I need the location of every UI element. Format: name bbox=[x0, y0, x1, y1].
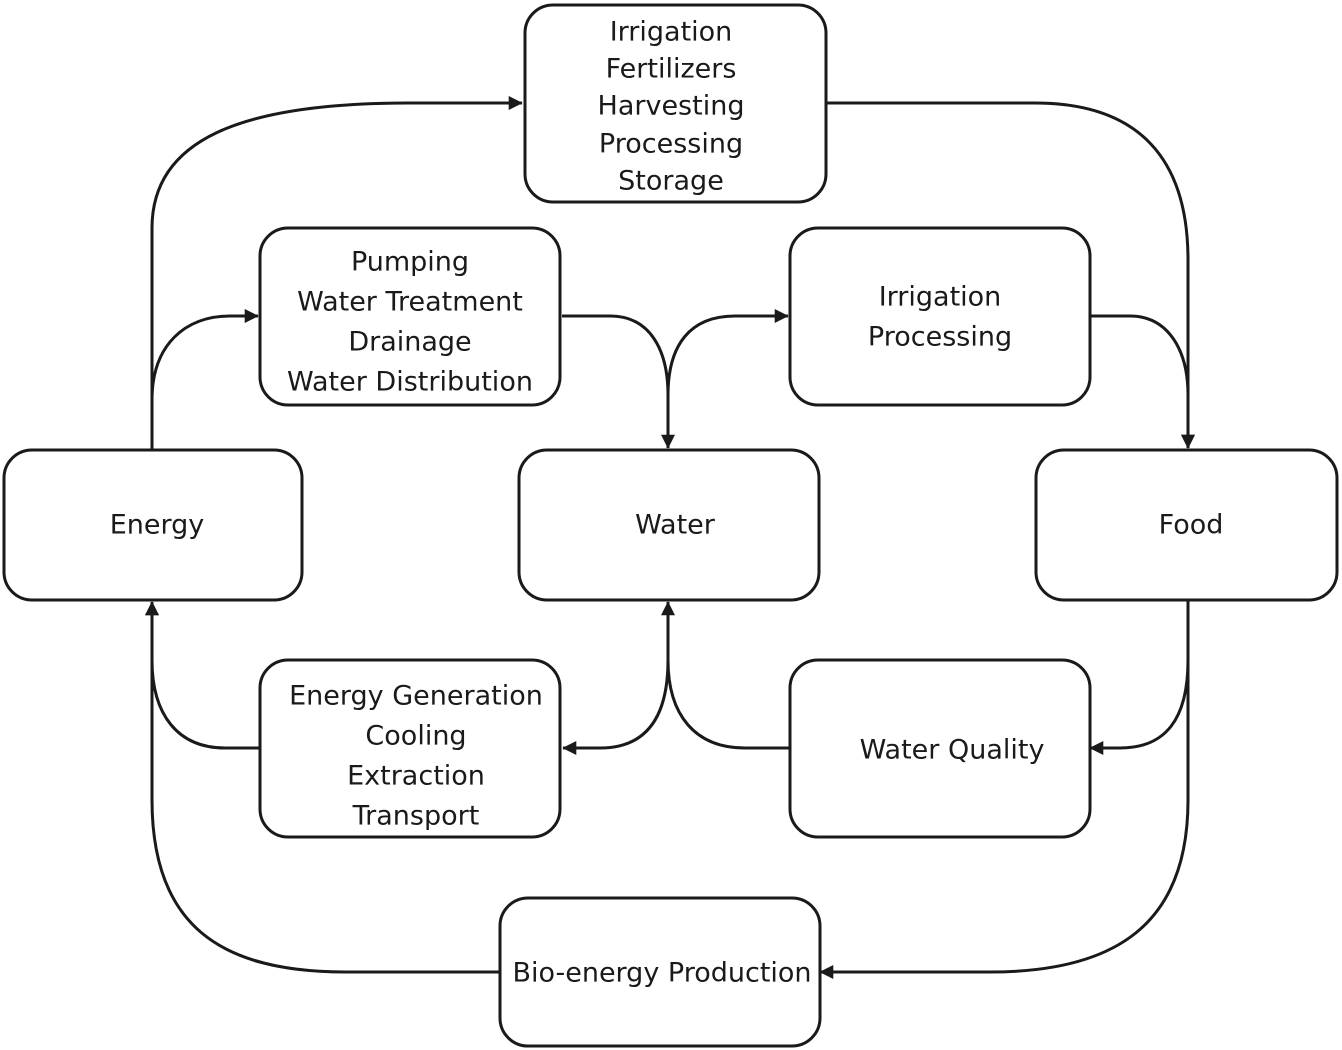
edges bbox=[145, 96, 1195, 979]
node-line: Transport bbox=[352, 801, 480, 832]
node-line: Energy Generation bbox=[289, 681, 543, 712]
edge-pumping-box-to-water bbox=[562, 314, 675, 449]
node-line: Storage bbox=[618, 166, 724, 197]
node-line: Irrigation bbox=[879, 282, 1002, 313]
node-line: Water Distribution bbox=[287, 367, 533, 398]
node-line: Pumping bbox=[351, 247, 469, 278]
node-agriculture-inputs: Irrigation Fertilizers Harvesting Proces… bbox=[523, 3, 828, 204]
edge-irrigation-box-to-food bbox=[1091, 314, 1195, 449]
node-food-for-energy: Bio-energy Production bbox=[498, 896, 822, 1048]
node-food-for-water: Water Quality bbox=[788, 658, 1092, 839]
node-line: Water Quality bbox=[860, 735, 1045, 766]
node-line: Fertilizers bbox=[606, 54, 737, 85]
node-line: Processing bbox=[599, 129, 743, 160]
node-line: Drainage bbox=[348, 327, 471, 358]
edge-water-to-irrigation-box bbox=[666, 309, 789, 430]
edge-bioenergy-box-to-energy bbox=[145, 601, 500, 974]
node-line: Irrigation bbox=[610, 17, 733, 48]
edge-water-quality-box-to-water bbox=[661, 601, 790, 750]
node-label-food: Food bbox=[1159, 510, 1224, 541]
node-label-water: Water bbox=[635, 510, 716, 541]
node-water: Water bbox=[517, 448, 821, 602]
node-line: Bio-energy Production bbox=[512, 958, 811, 989]
edge-food-to-bioenergy-box bbox=[819, 600, 1190, 979]
edge-agriculture-box-to-food bbox=[827, 101, 1195, 449]
node-energy-for-water: Pumping Water Treatment Drainage Water D… bbox=[258, 226, 562, 407]
node-line: Harvesting bbox=[598, 91, 745, 122]
node-label-energy: Energy bbox=[110, 510, 205, 541]
node-line: Processing bbox=[868, 322, 1012, 353]
node-energy: Energy bbox=[2, 448, 304, 602]
edge-energy-to-pumping-box bbox=[150, 309, 259, 450]
node-water-for-food: Irrigation Processing bbox=[788, 226, 1092, 407]
node-line: Water Treatment bbox=[297, 287, 523, 318]
edge-water-to-generation-box bbox=[562, 620, 670, 755]
node-water-for-energy: Energy Generation Cooling Extraction Tra… bbox=[258, 658, 562, 839]
edge-food-to-water-quality-box bbox=[1089, 600, 1190, 755]
node-line: Cooling bbox=[365, 721, 466, 752]
edge-generation-box-to-energy bbox=[145, 601, 260, 750]
node-line: Extraction bbox=[347, 761, 485, 792]
node-food: Food bbox=[1034, 448, 1339, 602]
edge-energy-to-agriculture-box bbox=[150, 96, 523, 450]
